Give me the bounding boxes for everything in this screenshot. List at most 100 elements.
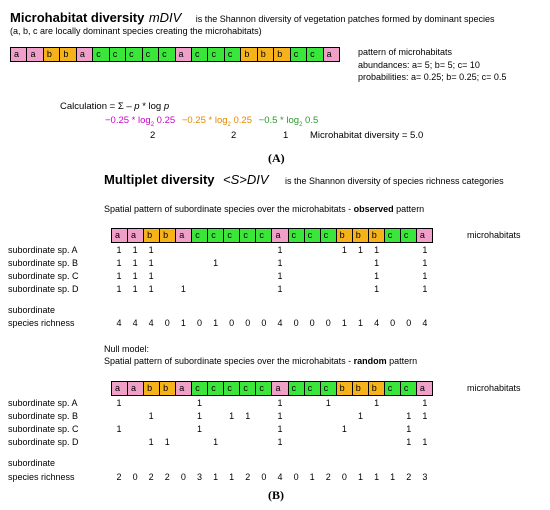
caption-A: (A) xyxy=(268,151,285,165)
random-strip-cell: c xyxy=(224,382,241,395)
partA-title-symbol: mDIV xyxy=(148,10,182,25)
observed-strip-cell: a xyxy=(112,229,129,242)
partA-terms: −0.25 * log2 0.25 −0.25 * log2 0.25 −0.5… xyxy=(105,115,318,131)
random-richness-value: 0 xyxy=(132,472,138,482)
random-value: 1 xyxy=(277,398,283,408)
random-richness-value: 0 xyxy=(261,472,267,482)
random-strip-cell: c xyxy=(320,382,337,395)
random-species-label: subordinate sp. A xyxy=(8,398,78,408)
random-richness-value: 1 xyxy=(229,472,235,482)
random-strip-cell: b xyxy=(352,382,369,395)
random-strip-cell: c xyxy=(304,382,321,395)
observed-value: 1 xyxy=(422,284,428,294)
random-value: 1 xyxy=(422,398,428,408)
random-strip-cell: a xyxy=(112,382,129,395)
random-richness-value: 0 xyxy=(293,472,299,482)
random-richness-value: 1 xyxy=(213,472,219,482)
observed-strip-cell: c xyxy=(208,229,225,242)
random-richness-value: 1 xyxy=(357,472,363,482)
random-value: 1 xyxy=(357,411,363,421)
observed-strip-cell: c xyxy=(384,229,401,242)
partA-strip-cell: c xyxy=(290,48,308,61)
random-value: 1 xyxy=(213,437,219,447)
observed-strip-cell: a xyxy=(128,229,145,242)
partA-desc1: is the Shannon diversity of vegetation p… xyxy=(195,14,495,24)
partA-strip-cell: b xyxy=(241,48,258,61)
observed-value: 1 xyxy=(116,284,122,294)
random-richness-label1: subordinate xyxy=(8,458,56,468)
observed-value: 1 xyxy=(148,284,154,294)
partA-strip-cell: a xyxy=(11,48,28,61)
observed-strip-cell: c xyxy=(224,229,241,242)
random-value: 1 xyxy=(406,437,412,447)
random-microhabitats-label: microhabitats xyxy=(467,383,521,393)
random-intro: Spatial pattern of subordinate species o… xyxy=(104,356,418,366)
partA-strip-cell: b xyxy=(257,48,275,61)
observed-richness-value: 0 xyxy=(293,318,299,328)
random-value: 1 xyxy=(277,424,283,434)
observed-value: 1 xyxy=(277,271,283,281)
random-value: 1 xyxy=(422,437,428,447)
random-value: 1 xyxy=(374,398,380,408)
random-value: 1 xyxy=(325,398,331,408)
observed-richness-label1: subordinate xyxy=(8,305,56,315)
observed-value: 1 xyxy=(180,284,186,294)
random-value: 1 xyxy=(164,437,170,447)
partA-strip-cell: c xyxy=(208,48,225,61)
random-value: 1 xyxy=(148,411,154,421)
partA-strip-cell: a xyxy=(323,48,340,61)
random-value: 1 xyxy=(341,424,347,434)
observed-value: 1 xyxy=(357,245,363,255)
random-value: 1 xyxy=(422,411,428,421)
observed-species-label: subordinate sp. B xyxy=(8,258,79,268)
calc-label: Calculation = xyxy=(60,101,116,112)
partA-strip-cell: b xyxy=(43,48,61,61)
observed-species-label: subordinate sp. D xyxy=(8,284,79,294)
partA-result: Microhabitat diversity = 5.0 xyxy=(310,130,424,141)
random-richness-value: 2 xyxy=(148,472,154,482)
random-strip-cell: c xyxy=(400,382,417,395)
observed-value: 1 xyxy=(422,245,428,255)
observed-value: 1 xyxy=(116,271,122,281)
random-strip-cell: c xyxy=(240,382,257,395)
partA-strip-cell: c xyxy=(142,48,160,61)
random-richness-value: 0 xyxy=(180,472,186,482)
observed-strip-cell: c xyxy=(240,229,257,242)
random-value: 1 xyxy=(116,398,122,408)
observed-strip-cell: c xyxy=(192,229,209,242)
partA-strip-cell: c xyxy=(126,48,143,61)
random-strip-cell: c xyxy=(208,382,225,395)
observed-strip-cell: c xyxy=(288,229,305,242)
partA-pattern-label: pattern of microhabitats xyxy=(358,47,453,57)
null-label: Null model: xyxy=(104,344,150,354)
random-value: 1 xyxy=(406,411,412,421)
observed-strip-cell: a xyxy=(176,229,193,242)
calc-p2: p xyxy=(163,101,170,112)
observed-strip-cell: b xyxy=(144,229,161,242)
random-value: 1 xyxy=(406,424,412,434)
observed-richness-value: 1 xyxy=(357,318,363,328)
observed-value: 1 xyxy=(277,258,283,268)
partA-strip-cell: c xyxy=(109,48,127,61)
random-richness-value: 0 xyxy=(341,472,347,482)
random-richness-value: 2 xyxy=(406,472,412,482)
random-value: 1 xyxy=(148,437,154,447)
observed-richness-value: 4 xyxy=(132,318,138,328)
calc-sigma: Σ xyxy=(117,101,124,112)
observed-value: 1 xyxy=(148,245,154,255)
random-richness-value: 2 xyxy=(245,472,251,482)
observed-richness-value: 0 xyxy=(261,318,267,328)
observed-richness-value: 0 xyxy=(196,318,202,328)
partA-strip-cell: a xyxy=(27,48,44,61)
observed-richness-value: 0 xyxy=(245,318,251,328)
partB-title: Multiplet diversity xyxy=(104,172,215,187)
observed-value: 1 xyxy=(422,271,428,281)
observed-value: 1 xyxy=(132,284,138,294)
random-value: 1 xyxy=(245,411,251,421)
observed-richness-value: 0 xyxy=(309,318,315,328)
observed-species-label: subordinate sp. C xyxy=(8,271,79,281)
observed-value: 1 xyxy=(132,245,138,255)
observed-value: 1 xyxy=(148,271,154,281)
